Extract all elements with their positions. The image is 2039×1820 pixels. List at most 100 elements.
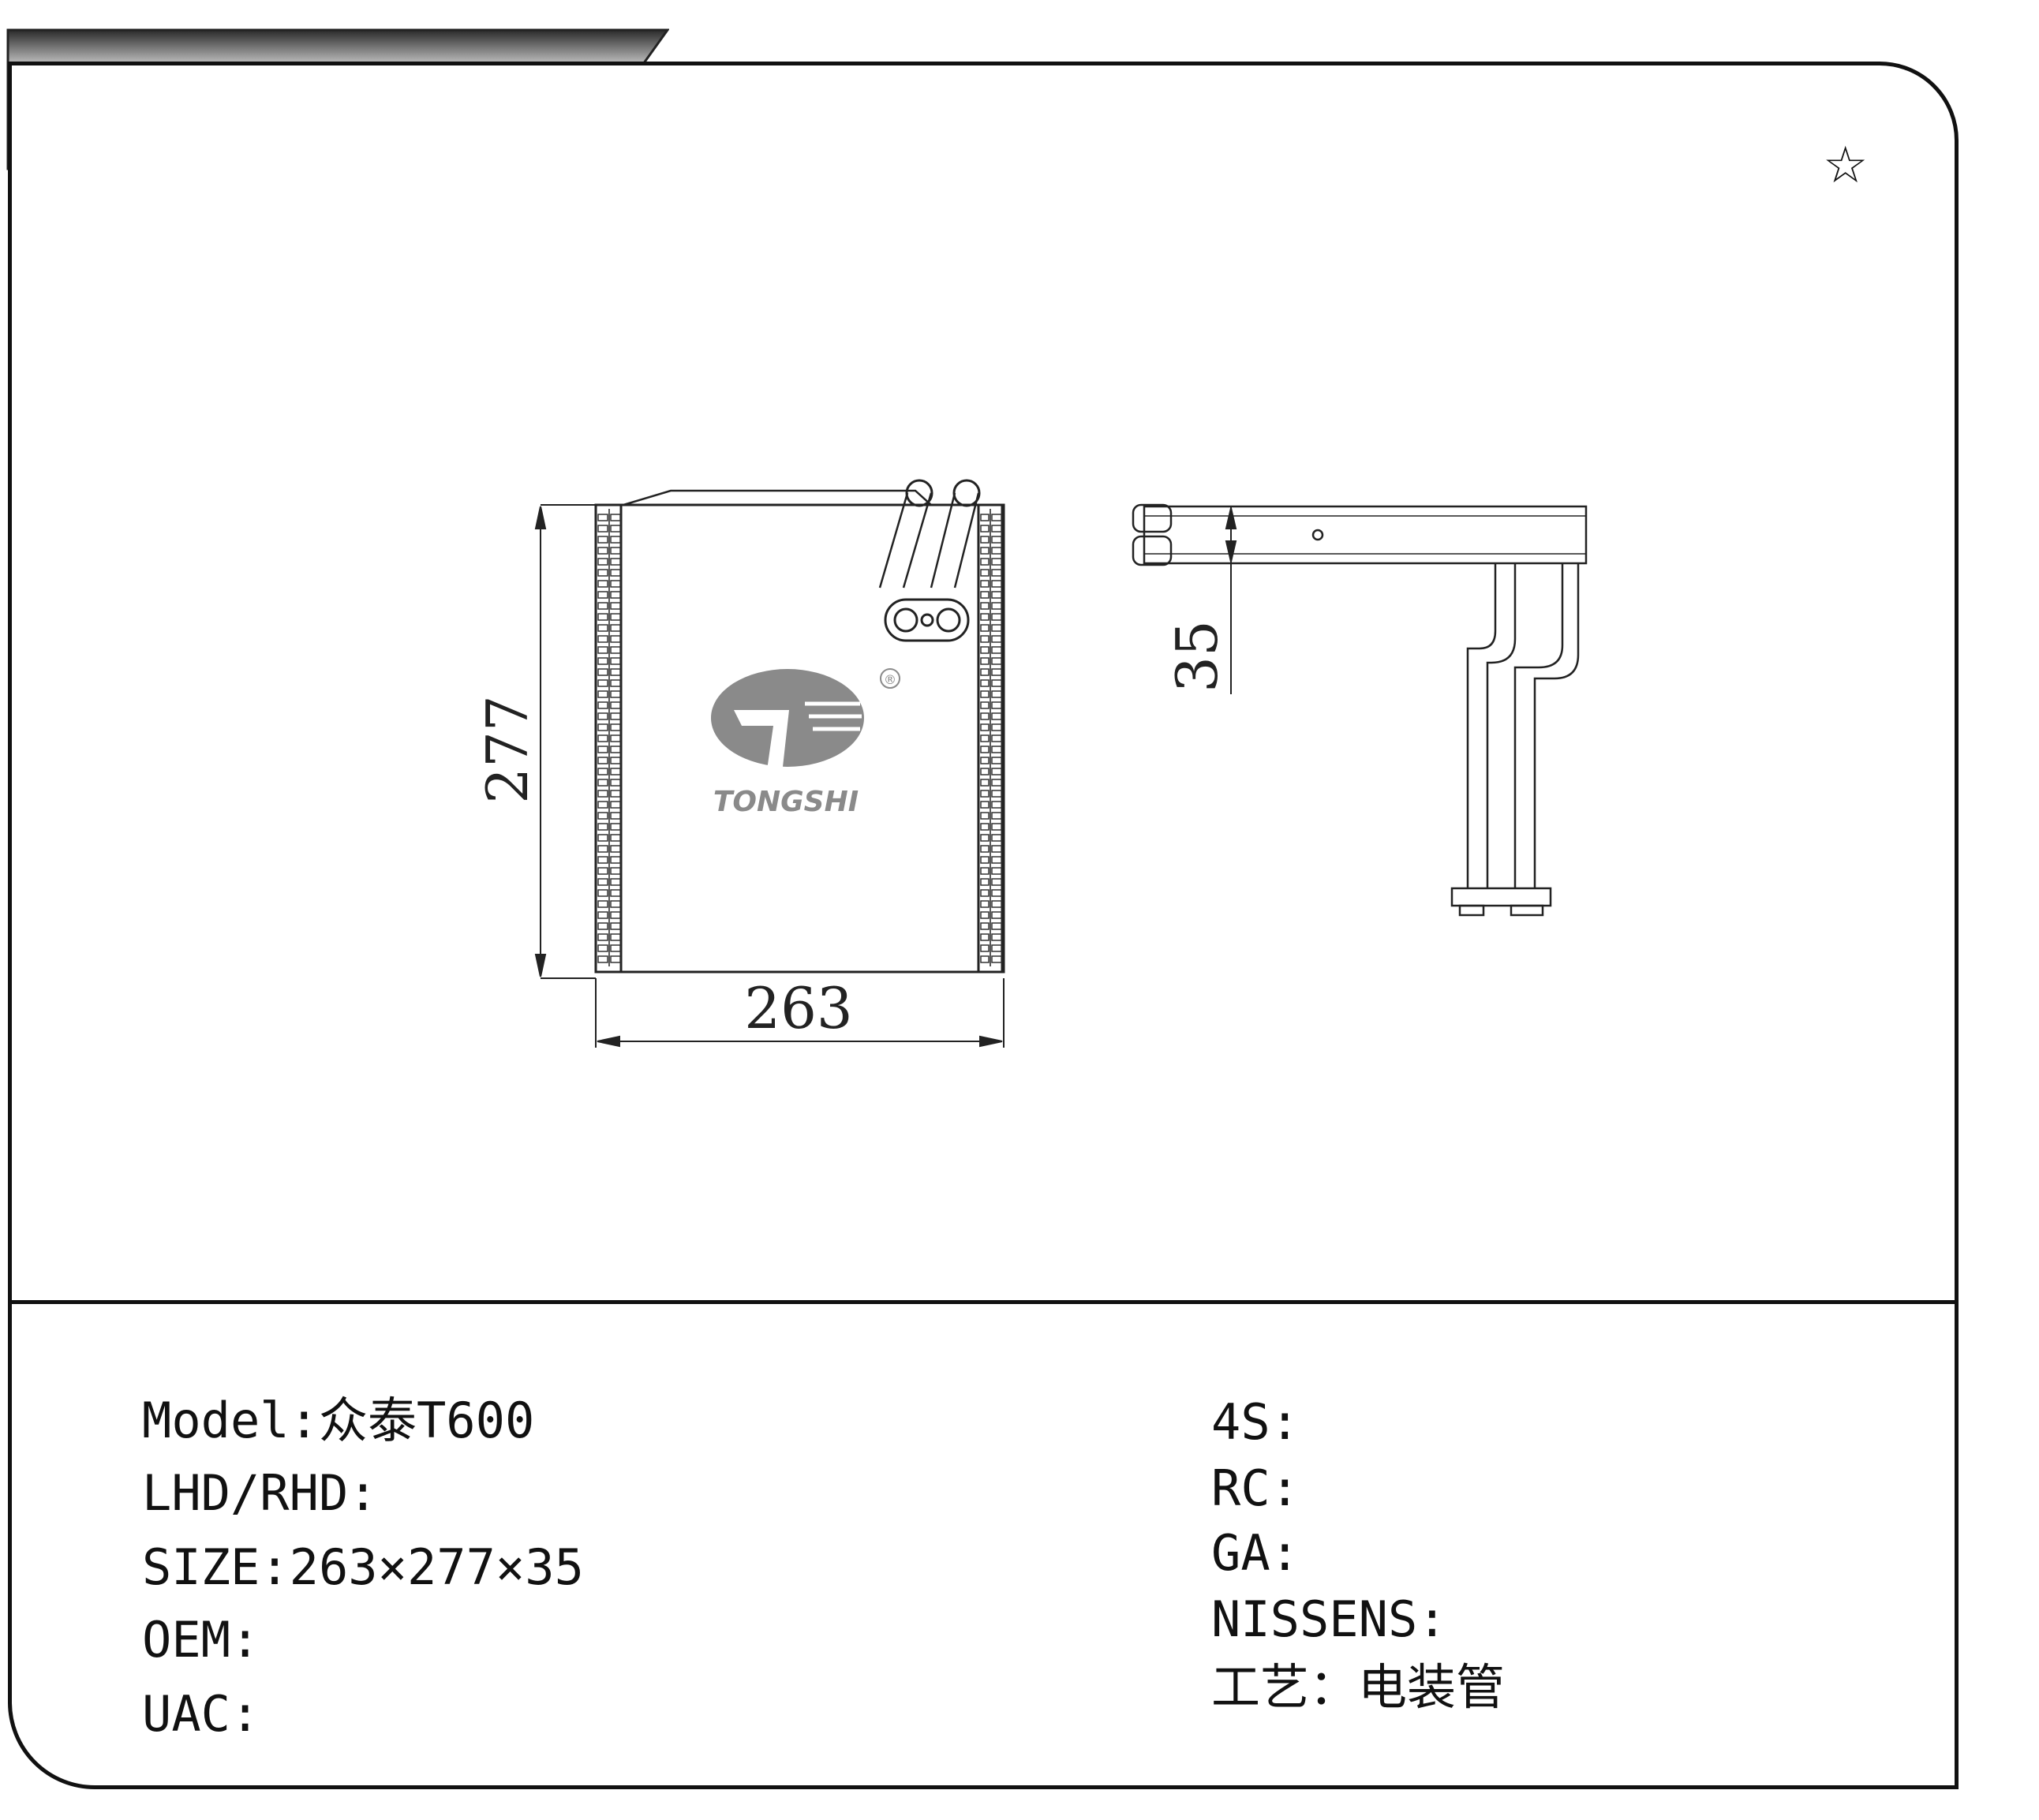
fin-tooth (991, 922, 1002, 930)
spec-nissens: NISSENS: (1211, 1595, 1447, 1644)
spec-label: SIZE (142, 1538, 260, 1596)
fin-tooth (610, 757, 621, 764)
spec-separator: : (348, 1464, 378, 1522)
fin-tooth (610, 690, 621, 698)
fin-tooth (980, 602, 990, 610)
fin-tooth (610, 580, 621, 588)
fin-tooth (980, 746, 990, 753)
fin-tooth (980, 514, 990, 521)
fin-tooth (980, 712, 990, 720)
fin-tooth (597, 646, 608, 654)
fin-tooth (610, 834, 621, 842)
fin-tooth (610, 668, 621, 676)
fin-tooth (610, 723, 621, 731)
fin-tooth (610, 514, 621, 521)
fin-tooth (991, 514, 1002, 521)
fin-tooth (991, 723, 1002, 731)
fin-tooth (980, 812, 990, 820)
fin-tooth (597, 801, 608, 809)
fin-tooth (597, 757, 608, 764)
fin-tooth (991, 834, 1002, 842)
fin-tooth (610, 790, 621, 798)
fin-tooth (980, 646, 990, 654)
fin-tooth (597, 867, 608, 875)
fin-tooth (991, 823, 1002, 831)
fin-tooth (610, 812, 621, 820)
fin-tooth (597, 723, 608, 731)
fin-tooth (991, 635, 1002, 643)
spec-separator: : (1270, 1459, 1300, 1517)
fin-tooth (991, 812, 1002, 820)
fin-tooth (597, 613, 608, 621)
fin-tooth (597, 955, 608, 963)
fin-tooth (991, 955, 1002, 963)
fin-tooth (597, 536, 608, 544)
fin-tooth (597, 514, 608, 521)
fin-tooth (597, 734, 608, 742)
spec-label: UAC (142, 1685, 230, 1743)
fin-tooth (597, 944, 608, 952)
spec-label: NISSENS (1211, 1590, 1418, 1648)
fin-tooth (980, 845, 990, 853)
fin-tooth (597, 768, 608, 775)
fin-tooth (597, 580, 608, 588)
spec-label: LHD/RHD (142, 1464, 349, 1522)
spec-separator: : (1270, 1524, 1300, 1582)
fin-tooth (610, 525, 621, 533)
fin-tooth (991, 569, 1002, 577)
fin-tooth (991, 889, 1002, 897)
spec-label: GA (1211, 1524, 1270, 1582)
fin-tooth (991, 801, 1002, 809)
fin-tooth (597, 547, 608, 555)
fin-tooth (980, 823, 990, 831)
fin-tooth (980, 911, 990, 919)
spec-lhd-rhd: LHD/RHD: (142, 1469, 378, 1518)
fin-tooth (980, 944, 990, 952)
spec-size: SIZE:263×277×35 (142, 1543, 584, 1592)
fin-tooth (991, 712, 1002, 720)
fin-tooth (610, 900, 621, 908)
fin-tooth (980, 900, 990, 908)
spec-model: Model:众泰T600 (142, 1396, 534, 1445)
fin-tooth (610, 801, 621, 809)
fin-tooth (980, 801, 990, 809)
fin-tooth (610, 768, 621, 775)
width-dimension-label: 263 (744, 975, 852, 1041)
fin-tooth (597, 878, 608, 886)
fin-tooth (980, 547, 990, 555)
fin-tooth (597, 900, 608, 908)
spec-value: 众泰T600 (318, 1392, 535, 1449)
fin-tooth (991, 845, 1002, 853)
fin-tooth (980, 889, 990, 897)
fin-tooth (597, 712, 608, 720)
spec-separator: : (260, 1538, 290, 1596)
width-dimension (595, 978, 1005, 1048)
fin-tooth (980, 668, 990, 676)
fin-tooth (610, 712, 621, 720)
fin-tooth (610, 867, 621, 875)
header-fins (597, 514, 1002, 963)
fin-tooth (980, 768, 990, 775)
fin-tooth (980, 701, 990, 709)
fin-tooth (597, 679, 608, 687)
fin-tooth (610, 602, 621, 610)
spec-separator: ： (1309, 1658, 1359, 1716)
spec-separator: : (230, 1685, 260, 1743)
fin-tooth (980, 536, 990, 544)
registered-mark: ® (884, 672, 896, 687)
height-dimension-label: 277 (474, 695, 541, 803)
fin-tooth (610, 779, 621, 787)
fin-tooth (980, 757, 990, 764)
fin-tooth (980, 679, 990, 687)
spec-separator: : (1270, 1393, 1300, 1451)
fin-tooth (991, 646, 1002, 654)
fin-tooth (597, 602, 608, 610)
fin-tooth (980, 955, 990, 963)
fin-tooth (991, 701, 1002, 709)
fin-tooth (991, 734, 1002, 742)
side-view (1132, 503, 1588, 917)
fin-tooth (991, 768, 1002, 775)
fin-tooth (610, 911, 621, 919)
spec-uac: UAC: (142, 1690, 260, 1739)
fin-tooth (991, 668, 1002, 676)
